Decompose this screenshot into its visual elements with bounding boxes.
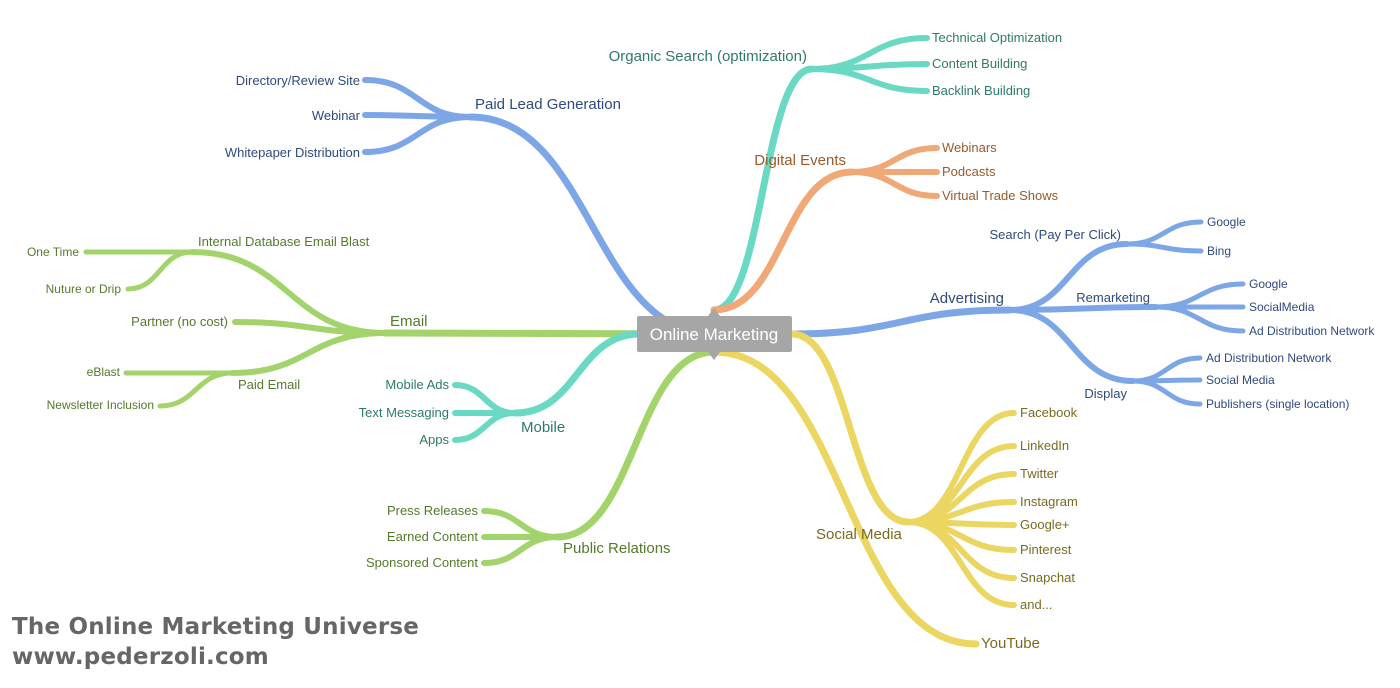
link-events-item: [849, 145, 940, 175]
leaf-social-item[interactable]: Twitter: [1020, 466, 1059, 481]
link-events-item: [849, 169, 940, 199]
link-ad-search-item: [1124, 241, 1204, 254]
leaf-paid-lead-item[interactable]: Whitepaper Distribution: [225, 145, 360, 160]
leaf-mobile-item[interactable]: Mobile Ads: [385, 377, 449, 392]
leaf-email-paid-item[interactable]: Newsletter Inclusion: [47, 398, 154, 412]
node-paid-lead-generation[interactable]: Paid Lead Generation: [475, 96, 621, 113]
root-node-label: Online Marketing: [650, 325, 779, 344]
leaf-social-item[interactable]: Instagram: [1020, 494, 1078, 509]
link-social-item: [905, 499, 1017, 525]
node-internal-database-email-blast[interactable]: Internal Database Email Blast: [198, 234, 370, 249]
leaf-ad-remarketing-item[interactable]: SocialMedia: [1249, 300, 1315, 314]
leaf-ad-display-item[interactable]: Publishers (single location): [1206, 397, 1349, 411]
node-digital-events[interactable]: Digital Events: [754, 152, 846, 169]
node-organic-search[interactable]: Organic Search (optimization): [609, 48, 807, 65]
link-paid-lead-item: [362, 77, 473, 120]
leaf-ad-search-item[interactable]: Google: [1207, 215, 1246, 229]
node-email[interactable]: Email: [390, 313, 428, 330]
leaf-email-internal-item[interactable]: One Time: [27, 245, 79, 259]
link-ad-display: [1007, 307, 1136, 384]
leaf-email-paid-item[interactable]: eBlast: [87, 365, 121, 379]
leaf-pr-item[interactable]: Earned Content: [387, 529, 478, 544]
link-advertising: [788, 306, 1014, 338]
leaf-events-item[interactable]: Webinars: [942, 140, 997, 155]
leaf-organic-item[interactable]: Content Building: [932, 56, 1027, 71]
leaf-social-item[interactable]: LinkedIn: [1020, 438, 1069, 453]
link-ad-remarketing-item: [1153, 281, 1246, 310]
link-ad-search-item: [1124, 219, 1204, 247]
link-organic-item: [809, 66, 930, 94]
leaf-ad-search-item[interactable]: Bing: [1207, 244, 1231, 258]
link-pr-item: [481, 534, 560, 566]
leaf-organic-item[interactable]: Technical Optimization: [932, 30, 1062, 45]
leaf-social-item[interactable]: and...: [1020, 597, 1053, 612]
node-mobile[interactable]: Mobile: [521, 419, 565, 436]
link-pr-item: [481, 508, 560, 540]
link-social-media: [788, 330, 912, 526]
leaf-paid-lead-item[interactable]: Webinar: [312, 108, 361, 123]
leaf-social-item[interactable]: Pinterest: [1020, 542, 1072, 557]
link-ad-remarketing-item: [1153, 304, 1246, 334]
node-social-media[interactable]: Social Media: [816, 526, 903, 543]
leaf-social-item[interactable]: Facebook: [1020, 405, 1078, 420]
link-paid-lead: [466, 113, 718, 338]
leaf-social-item[interactable]: Google+: [1020, 517, 1070, 532]
leaf-ad-display-item[interactable]: Social Media: [1206, 373, 1275, 387]
leaf-events-item[interactable]: Virtual Trade Shows: [942, 188, 1059, 203]
link-email-internal-item: [125, 249, 195, 292]
link-public-relations: [553, 348, 718, 541]
link-youtube: [710, 348, 980, 648]
leaf-ad-remarketing-item[interactable]: Ad Distribution Network: [1249, 324, 1375, 338]
mind-map-links: [83, 35, 1246, 648]
leaf-organic-item[interactable]: Backlink Building: [932, 83, 1030, 98]
node-youtube[interactable]: YouTube: [981, 635, 1040, 652]
leaf-social-item[interactable]: Snapchat: [1020, 570, 1075, 585]
link-mobile: [511, 330, 644, 417]
mind-map-labels: Paid Lead Generation Directory/Review Sit…: [27, 30, 1375, 652]
link-email-paid-item: [157, 370, 235, 409]
leaf-email-internal-item[interactable]: Nuture or Drip: [46, 282, 122, 296]
node-search-ppc[interactable]: Search (Pay Per Click): [990, 227, 1121, 242]
root-node-top-notch: [708, 308, 720, 316]
root-node-box: [637, 316, 792, 352]
link-mobile-item: [452, 410, 518, 443]
node-public-relations[interactable]: Public Relations: [563, 540, 671, 557]
link-paid-lead-item: [362, 114, 473, 155]
footer-url: www.pederzoli.com: [12, 644, 269, 670]
link-email-paid: [229, 330, 388, 376]
link-ad-remarketing: [1007, 304, 1159, 313]
leaf-pr-item[interactable]: Press Releases: [387, 503, 479, 518]
leaf-paid-lead-item[interactable]: Directory/Review Site: [236, 73, 360, 88]
link-ad-display-item: [1130, 378, 1203, 407]
node-paid-email[interactable]: Paid Email: [238, 377, 300, 392]
node-display[interactable]: Display: [1084, 386, 1127, 401]
leaf-events-item[interactable]: Podcasts: [942, 164, 996, 179]
root-node-bottom-notch: [708, 352, 720, 360]
link-organic-search: [710, 65, 816, 314]
leaf-mobile-item[interactable]: Apps: [419, 432, 449, 447]
link-social-item: [905, 519, 1017, 608]
node-partner-no-cost[interactable]: Partner (no cost): [131, 314, 228, 329]
leaf-mobile-item[interactable]: Text Messaging: [359, 405, 449, 420]
node-advertising[interactable]: Advertising: [930, 290, 1004, 307]
link-digital-events: [710, 168, 856, 314]
leaf-ad-display-item[interactable]: Ad Distribution Network: [1206, 351, 1332, 365]
node-remarketing[interactable]: Remarketing: [1076, 290, 1150, 305]
footer-title: The Online Marketing Universe: [12, 614, 420, 640]
link-mobile-item: [452, 382, 518, 416]
leaf-ad-remarketing-item[interactable]: Google: [1249, 277, 1288, 291]
root-node[interactable]: Online Marketing: [637, 308, 792, 360]
leaf-pr-item[interactable]: Sponsored Content: [366, 555, 478, 570]
